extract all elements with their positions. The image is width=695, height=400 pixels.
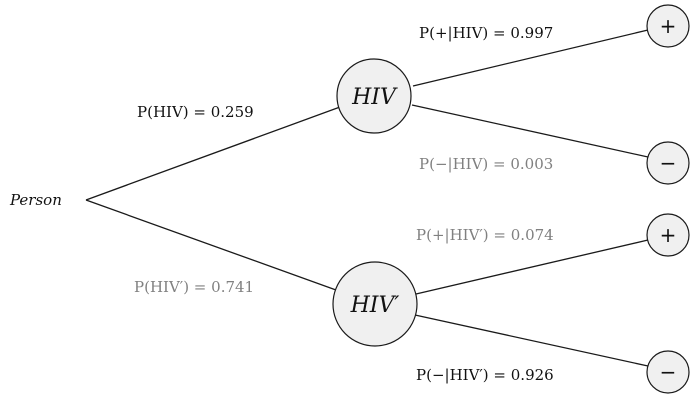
node-hiv-positive: + xyxy=(646,4,690,48)
node-hiv-circle xyxy=(336,58,412,134)
node-hiv-positive-circle xyxy=(646,4,690,48)
node-hiv-prime-negative: − xyxy=(646,350,690,394)
edge-person-hiv xyxy=(85,106,341,201)
edge-hiv-prime-negative xyxy=(414,314,649,367)
node-hiv-prime-positive-circle xyxy=(646,213,690,257)
edge-person-hiv-prime xyxy=(85,199,337,291)
edge-hiv-positive xyxy=(412,29,649,87)
node-hiv-prime-positive-label: + xyxy=(660,223,677,247)
edge-hiv-prime-positive xyxy=(415,239,649,295)
edge-hiv-negative xyxy=(411,104,649,158)
node-hiv-prime-label: HIV′ xyxy=(350,293,400,318)
edge-label-hiv-positive: P(+|HIV) = 0.997 xyxy=(419,24,553,42)
node-hiv-negative: − xyxy=(646,141,690,185)
edge-label-hiv-negative: P(−|HIV) = 0.003 xyxy=(419,155,553,173)
edge-label-hiv-prime: P(HIV′) = 0.741 xyxy=(134,278,254,296)
edge-label-hiv-prime-negative: P(−|HIV′) = 0.926 xyxy=(416,366,554,384)
node-hiv-positive-label: + xyxy=(660,14,677,38)
node-hiv-prime-negative-circle xyxy=(646,350,690,394)
node-hiv-negative-circle xyxy=(646,141,690,185)
node-hiv-prime-positive: + xyxy=(646,213,690,257)
edge-label-hiv-prime-positive: P(+|HIV′) = 0.074 xyxy=(416,226,554,244)
node-hiv-prime-circle xyxy=(332,261,418,347)
root-label: Person xyxy=(9,191,62,209)
node-hiv-negative-label: − xyxy=(660,151,677,175)
node-hiv-label: HIV xyxy=(351,85,398,110)
node-hiv: HIV xyxy=(336,58,412,134)
node-hiv-prime: HIV′ xyxy=(332,261,418,347)
node-hiv-prime-negative-label: − xyxy=(660,360,677,384)
edge-label-hiv: P(HIV) = 0.259 xyxy=(137,103,254,121)
